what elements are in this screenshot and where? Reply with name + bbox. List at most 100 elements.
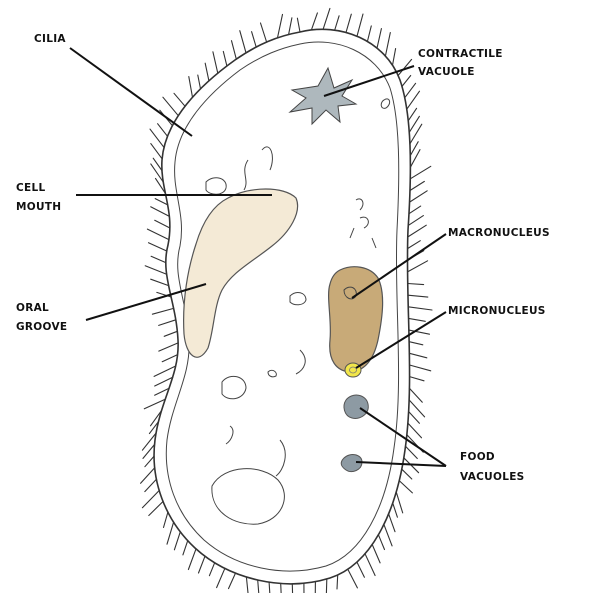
inclusion xyxy=(290,293,306,305)
cilium xyxy=(357,14,363,36)
cilium xyxy=(405,83,416,97)
cilium xyxy=(278,14,283,37)
cilium xyxy=(357,562,365,577)
cilium xyxy=(408,241,421,249)
label-cell-mouth-line2: MOUTH xyxy=(16,201,61,213)
cilium xyxy=(323,8,330,29)
cilium xyxy=(408,307,432,310)
cilium xyxy=(410,191,428,202)
cilium xyxy=(399,481,412,493)
label-micronucleus: MICRONUCLEUS xyxy=(448,305,546,317)
cilium xyxy=(409,206,421,214)
cilium xyxy=(409,318,426,321)
cilium xyxy=(409,388,422,402)
cilium xyxy=(142,491,159,508)
cilium xyxy=(326,579,327,593)
cilium xyxy=(393,49,396,66)
cilium xyxy=(252,32,257,47)
cilium xyxy=(188,549,196,570)
label-food-vacuoles-line1: FOOD xyxy=(460,451,495,463)
cilium xyxy=(158,124,168,137)
inclusion xyxy=(222,376,246,398)
label-contractile-vacuole-line1: CONTRACTILE xyxy=(418,48,503,60)
cilium xyxy=(410,124,422,144)
cilium xyxy=(393,503,398,517)
cilium xyxy=(174,532,180,550)
cilium xyxy=(289,18,292,35)
cilium xyxy=(410,181,424,190)
cilium xyxy=(408,216,423,226)
cilium xyxy=(151,256,166,262)
cilium xyxy=(199,556,206,573)
macronucleus-leader xyxy=(352,234,446,298)
cilium xyxy=(141,468,155,484)
label-contractile-vacuole-line2: VACUOLE xyxy=(418,66,475,78)
food-vacuole-leader xyxy=(360,408,446,466)
micronucleus xyxy=(345,363,361,377)
cilium xyxy=(155,220,170,228)
cilium xyxy=(335,16,339,30)
cilium xyxy=(348,569,358,588)
cilium xyxy=(410,377,424,381)
cilium xyxy=(152,308,173,314)
cilium xyxy=(164,331,177,336)
cilium xyxy=(145,266,166,274)
cilium xyxy=(145,456,154,467)
cilia-leader xyxy=(70,48,192,136)
cilium xyxy=(378,535,384,550)
cilium xyxy=(189,77,193,98)
cilium xyxy=(174,93,185,106)
cilium xyxy=(407,91,420,109)
cilium xyxy=(167,522,174,544)
contractile-vacuole xyxy=(290,68,356,124)
cilium xyxy=(410,142,418,156)
cilium xyxy=(198,75,201,89)
cilium xyxy=(402,469,412,479)
cilium xyxy=(409,412,420,424)
cilium xyxy=(281,583,282,593)
cilium xyxy=(409,353,426,358)
cilium xyxy=(164,512,168,527)
cilium xyxy=(346,14,351,32)
cilium xyxy=(292,584,293,593)
cilium xyxy=(410,365,431,371)
label-cilia: CILIA xyxy=(34,33,66,45)
cilium xyxy=(258,580,260,593)
cilium xyxy=(217,568,225,587)
cilium xyxy=(365,554,375,576)
cilium xyxy=(223,51,227,66)
cilium xyxy=(154,366,176,376)
inclusion xyxy=(268,370,276,376)
label-macronucleus: MACRONUCLEUS xyxy=(448,227,550,239)
cilium xyxy=(410,166,431,179)
cilium xyxy=(269,582,270,593)
cilium xyxy=(384,524,392,546)
cilium xyxy=(151,207,170,217)
cilium xyxy=(337,575,338,589)
cilium xyxy=(183,541,188,555)
cell-detail xyxy=(381,99,389,108)
cilium xyxy=(163,97,178,116)
cilium xyxy=(297,18,300,32)
cilium xyxy=(408,225,427,237)
cilium xyxy=(408,108,416,120)
label-oral-groove-line2: GROOVE xyxy=(16,321,67,333)
cilium xyxy=(151,144,162,159)
cilium xyxy=(155,199,168,205)
food-vacuole-leader xyxy=(356,462,446,466)
label-cell-mouth-line1: CELL xyxy=(16,182,45,194)
cilium xyxy=(396,492,403,513)
cilium xyxy=(213,52,218,73)
cilium xyxy=(151,279,169,285)
label-oral-groove-line1: ORAL xyxy=(16,302,49,314)
cilium xyxy=(389,514,395,532)
cilium xyxy=(205,63,209,81)
cilium xyxy=(246,577,248,593)
cilium xyxy=(162,355,177,362)
oral-groove xyxy=(184,189,298,357)
cilium xyxy=(261,23,267,42)
cilium xyxy=(372,545,380,563)
cilium xyxy=(385,33,390,57)
cilium xyxy=(408,423,422,438)
